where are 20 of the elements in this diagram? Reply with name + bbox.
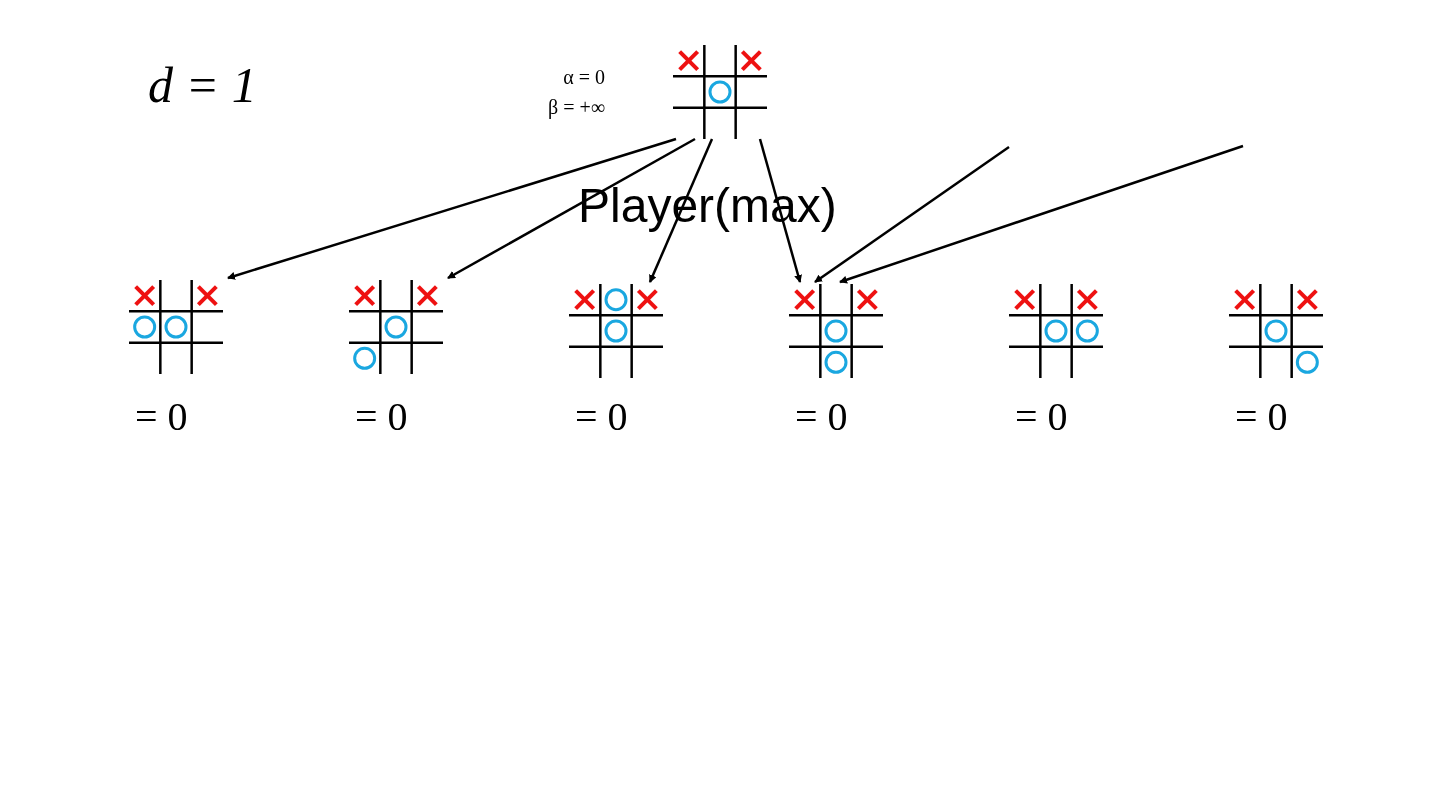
tic-tac-toe-board (569, 284, 663, 378)
arrow (814, 145, 1010, 284)
node-value: = 0 (135, 395, 188, 439)
tic-tac-toe-board (1229, 284, 1323, 378)
node-value: = 0 (1015, 395, 1068, 439)
depth-label: d = 1 (148, 56, 257, 115)
tic-tac-toe-board (349, 280, 443, 374)
arrow (227, 137, 677, 280)
node-value: = 0 (575, 395, 628, 439)
node-value: = 0 (355, 395, 408, 439)
node-value: = 0 (1235, 395, 1288, 439)
tic-tac-toe-board (673, 45, 767, 139)
tic-tac-toe-board (129, 280, 223, 374)
tic-tac-toe-board (1009, 284, 1103, 378)
bound-value: β = +∞ (548, 95, 605, 121)
arrow (839, 144, 1244, 284)
arrow (447, 137, 696, 280)
bound-value: α = 0 (563, 65, 605, 90)
node-value: = 0 (795, 395, 848, 439)
tic-tac-toe-board (789, 284, 883, 378)
